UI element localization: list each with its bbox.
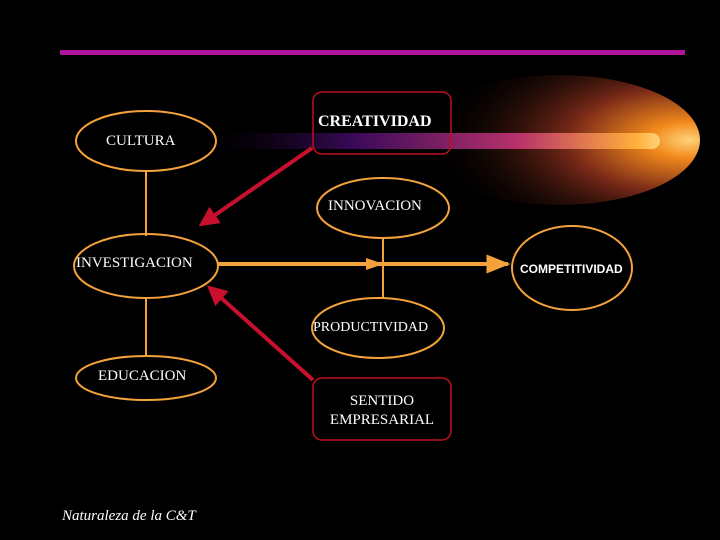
label-productividad: PRODUCTIVIDAD (313, 320, 429, 335)
node-sentido-box (312, 377, 452, 441)
label-competitividad: COMPETITIVIDAD (520, 262, 623, 276)
footer-caption: Naturaleza de la C&T (62, 508, 196, 524)
label-sentido-line2: EMPRESARIAL (329, 412, 435, 428)
node-creatividad-box (312, 91, 452, 155)
label-educacion: EDUCACION (98, 368, 187, 384)
node-cultura-ellipse (75, 110, 217, 172)
node-productividad-ellipse (311, 297, 445, 359)
node-competitividad-ellipse (511, 225, 633, 311)
label-investigacion: INVESTIGACION (76, 255, 193, 271)
arrow-mid-head (366, 258, 384, 270)
node-educacion-ellipse (75, 355, 217, 401)
label-creatividad: CREATIVIDAD (318, 113, 432, 130)
arrow-sentido-investigacion (207, 285, 315, 382)
comet-beam (190, 133, 660, 149)
arrow-creatividad-investigacion (198, 146, 314, 227)
node-investigacion-ellipse (73, 233, 219, 299)
label-cultura: CULTURA (106, 133, 176, 149)
top-accent-bar (60, 50, 685, 55)
label-innovacion: INNOVACION (328, 198, 422, 214)
label-sentido-line1: SENTIDO (349, 393, 415, 409)
node-innovacion-ellipse (316, 177, 450, 239)
